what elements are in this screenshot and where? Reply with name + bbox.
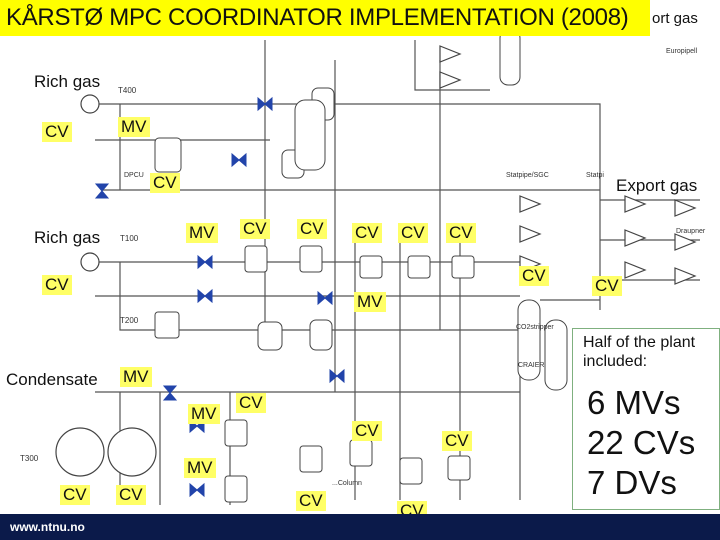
cv-marker: CV: [42, 275, 72, 295]
tag-dpcu: DPCU: [124, 172, 144, 179]
compressor-exp-3: [624, 261, 647, 279]
slide-title: KÅRSTØ MPC COORDINATOR IMPLEMENTATION (2…: [6, 4, 629, 31]
valve-3: [94, 183, 110, 199]
valve-6: [317, 290, 333, 306]
cv-marker: CV: [150, 173, 180, 193]
vessel-7: [407, 255, 431, 279]
cv-marker: CV: [236, 393, 266, 413]
tag-co2: CO2stripper: [516, 324, 554, 331]
cv-marker: CV: [519, 266, 549, 286]
summary-mvs: 6 MVs: [587, 384, 681, 421]
tag-draupner: Draupner: [676, 228, 706, 235]
vessel-9: [154, 311, 180, 339]
cv-marker: CV: [116, 485, 146, 505]
vessel-11: [309, 319, 333, 351]
compressor-exp-5: [674, 233, 697, 251]
label-export-gas: Export gas: [616, 176, 698, 195]
cv-marker: CV: [60, 485, 90, 505]
pump-2: [80, 252, 100, 272]
vessel-1: [154, 137, 182, 173]
vessel-8: [451, 255, 475, 279]
vessel-6: [359, 255, 383, 279]
valve-7: [162, 385, 178, 401]
tag-t300: T300: [20, 454, 39, 463]
title-tail: ort gas: [652, 10, 698, 27]
mv-marker: MV: [354, 292, 386, 312]
cv-marker: CV: [352, 421, 382, 441]
export-lines: [540, 199, 700, 301]
cv-marker: CV: [592, 276, 622, 296]
mv-marker: MV: [184, 458, 216, 478]
column-2: [544, 319, 568, 391]
mv-marker: MV: [188, 404, 220, 424]
compressor-top-2: [439, 45, 462, 63]
cv-marker: CV: [446, 223, 476, 243]
compressor-sgc-2: [519, 225, 542, 243]
tag-t100: T100: [120, 234, 139, 243]
pump-1: [80, 94, 100, 114]
tag-statpipe2: Statpi: [586, 172, 604, 179]
cv-marker: CV: [297, 219, 327, 239]
column-4: [499, 29, 521, 86]
mv-marker: MV: [118, 117, 150, 137]
sphere-2: [107, 427, 157, 477]
footer-bar: www.ntnu.no: [0, 514, 720, 540]
vessel-5: [299, 245, 323, 273]
cv-marker: CV: [352, 223, 382, 243]
label-condensate: Condensate: [6, 370, 98, 389]
vertical-1: [264, 40, 461, 500]
compressor-exp-2: [624, 229, 647, 247]
column-3: [294, 99, 326, 171]
label-rich-gas-top: Rich gas: [34, 72, 101, 91]
tag-statpipe: Statpipe/SGC: [506, 172, 549, 179]
valve-9: [189, 482, 205, 498]
cv-marker: CV: [42, 122, 72, 142]
cv-marker: CV: [240, 219, 270, 239]
tag-craier: CRAIER: [518, 362, 545, 369]
compressor-exp-1: [624, 195, 647, 213]
summary-box: Half of the plant included: 6 MVs 22 CVs…: [572, 328, 720, 510]
mv-marker: MV: [186, 223, 218, 243]
vessel-13: [299, 445, 323, 473]
label-rich-gas-mid: Rich gas: [34, 228, 101, 247]
vessel-17: [447, 455, 471, 481]
compressor-top-3: [439, 71, 462, 89]
tag-t200: T200: [120, 316, 139, 325]
tag-europipe: Europipell: [666, 48, 698, 55]
valve-1: [257, 96, 273, 112]
valve-4: [197, 254, 213, 270]
compressor-sgc-1: [519, 195, 542, 213]
cv-marker: CV: [296, 491, 326, 511]
vessel-10: [257, 321, 283, 351]
vessel-4: [244, 245, 268, 273]
compressor-exp-6: [674, 267, 697, 285]
cv-marker: CV: [442, 431, 472, 451]
summary-cvs: 22 CVs: [587, 424, 696, 461]
title-band: [0, 0, 650, 36]
valve-5: [197, 288, 213, 304]
cv-marker: CV: [398, 223, 428, 243]
summary-dvs: 7 DVs: [587, 464, 677, 501]
summary-note: Half of the plant included:: [583, 334, 696, 370]
compressor-exp-4: [674, 199, 697, 217]
vessel-16: [399, 457, 423, 485]
vessel-14: [224, 475, 248, 503]
tag-column: ...Column: [332, 480, 362, 487]
mv-marker: MV: [120, 367, 152, 387]
tag-t400: T400: [118, 86, 137, 95]
valve-2: [231, 152, 247, 168]
footer-url[interactable]: www.ntnu.no: [10, 520, 85, 534]
column-1: [517, 299, 541, 381]
sphere-1: [55, 427, 105, 477]
valve-10: [329, 368, 345, 384]
vessel-12: [224, 419, 248, 447]
vessel-15: [349, 439, 373, 467]
